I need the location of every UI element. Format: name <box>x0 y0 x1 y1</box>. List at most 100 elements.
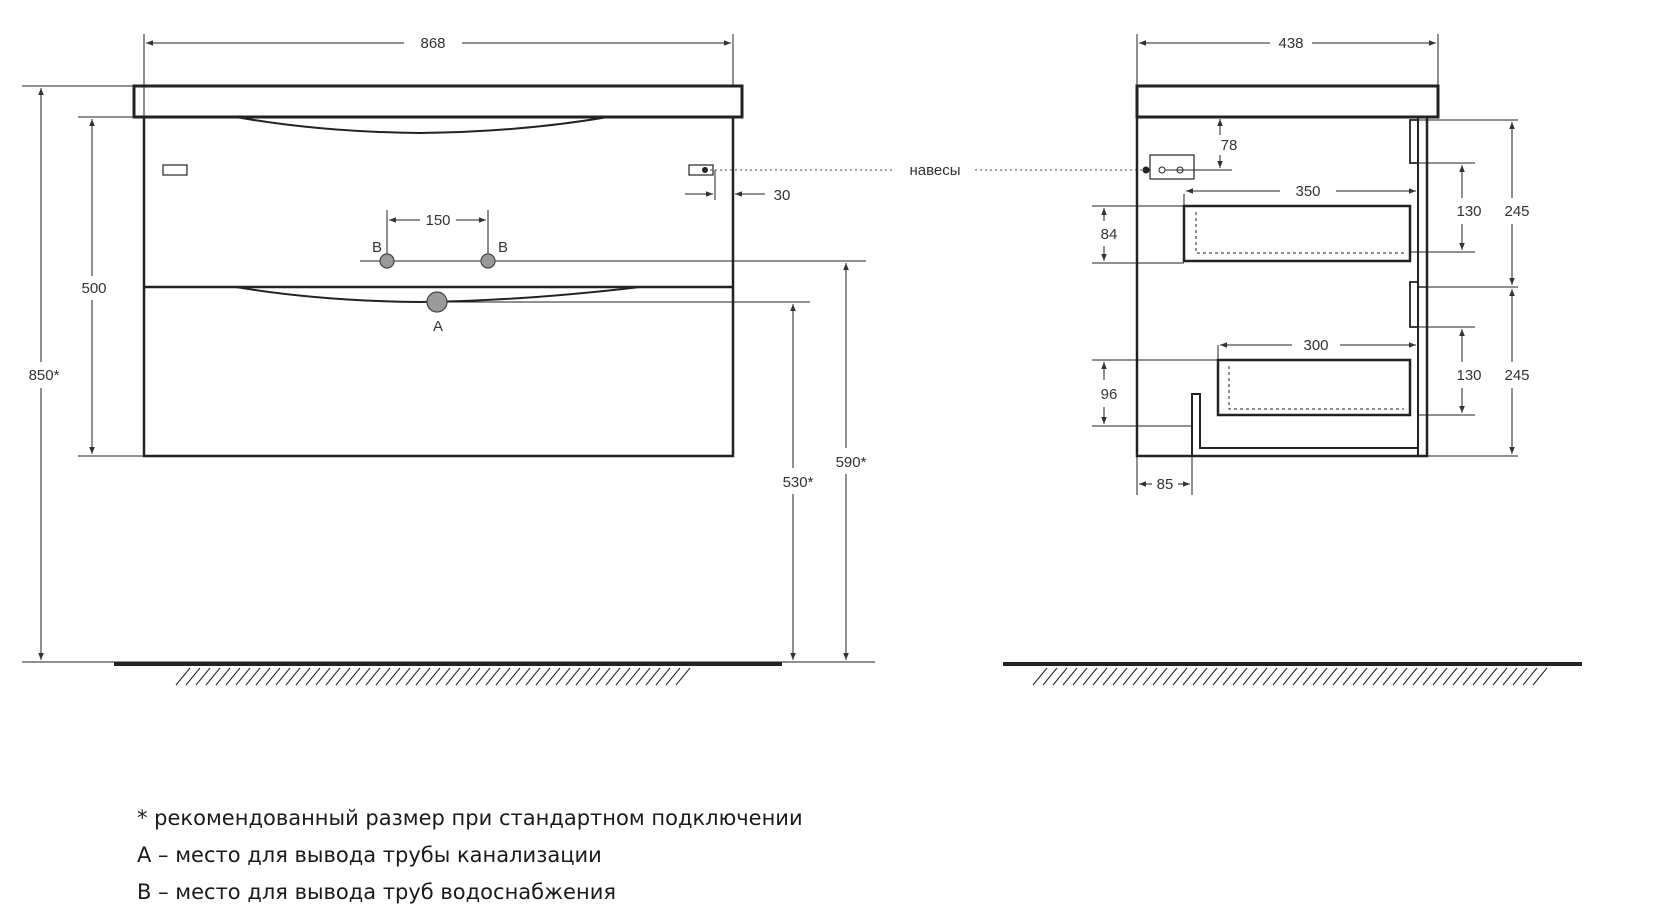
floor-hatch-stroke <box>1502 667 1518 686</box>
floor-hatch-stroke <box>485 667 501 686</box>
lower-drawer-depth-label: 300 <box>1303 337 1328 354</box>
front-view <box>22 34 875 686</box>
floor-hatch-stroke <box>405 667 421 686</box>
total-height-label: 850* <box>29 367 60 384</box>
floor-hatch-stroke <box>315 667 331 686</box>
floor-hatch-stroke <box>1082 667 1098 686</box>
floor-hatch-stroke <box>215 667 231 686</box>
bottom-cutout <box>1191 393 1418 456</box>
floor-hatch-stroke <box>1372 667 1388 686</box>
hanger-right <box>688 164 714 176</box>
floor-hatch-stroke <box>1182 667 1198 686</box>
floor-hatch-stroke <box>255 667 271 686</box>
floor-hatch-stroke <box>575 667 591 686</box>
floor-hatch-stroke <box>205 667 221 686</box>
floor-hatch-stroke <box>345 667 361 686</box>
drain-label: A <box>433 318 443 335</box>
floor-hatch-stroke <box>1292 667 1308 686</box>
floor-hatch-stroke <box>395 667 411 686</box>
floor-hatch-stroke <box>465 667 481 686</box>
floor-hatch-stroke <box>355 667 371 686</box>
floor-hatch-stroke <box>1262 667 1278 686</box>
floor-hatch-stroke <box>655 667 671 686</box>
floor-hatch-stroke <box>1072 667 1088 686</box>
floor-hatch-stroke <box>1282 667 1298 686</box>
floor-hatch-stroke <box>295 667 311 686</box>
floor-hatch-stroke <box>385 667 401 686</box>
bottom-drawer-handle-curve <box>235 286 641 304</box>
floor-hatch-stroke <box>375 667 391 686</box>
floor-hatch-stroke <box>1362 667 1378 686</box>
floor-hatch-stroke <box>1112 667 1128 686</box>
floor-hatch-stroke <box>545 667 561 686</box>
floor-hatch-stroke <box>1142 667 1158 686</box>
floor-hatch-front <box>175 667 691 686</box>
floor-hatch-stroke <box>1422 667 1438 686</box>
water-outlet-right <box>480 253 496 269</box>
floor-hatch-stroke <box>565 667 581 686</box>
lower-drawer-front-recess <box>1409 281 1418 328</box>
upper-drawer-inner-label: 130 <box>1456 203 1481 220</box>
floor-hatch-stroke <box>1312 667 1328 686</box>
floor-hatch-stroke <box>325 667 341 686</box>
floor-hatch-stroke <box>335 667 351 686</box>
floor-hatch-stroke <box>1122 667 1138 686</box>
floor-hatch-stroke <box>535 667 551 686</box>
floor-hatch-stroke <box>1512 667 1528 686</box>
water-label-right: B <box>498 239 508 256</box>
floor-hatch-stroke <box>555 667 571 686</box>
floor-hatch-stroke <box>1342 667 1358 686</box>
floor-hatch-stroke <box>1532 667 1548 686</box>
floor-hatch-stroke <box>425 667 441 686</box>
floor-hatch-stroke <box>1332 667 1348 686</box>
floor-hatch-stroke <box>675 667 691 686</box>
floor-hatch-stroke <box>1492 667 1508 686</box>
floor-hatch-stroke <box>1352 667 1368 686</box>
floor-hatch-stroke <box>515 667 531 686</box>
floor-hatch-side <box>1032 667 1548 686</box>
side-depth-label: 438 <box>1278 35 1303 52</box>
floor-hatch-stroke <box>635 667 651 686</box>
body-height-label: 500 <box>81 280 106 297</box>
countertop-front <box>132 84 744 119</box>
floor-hatch-stroke <box>1392 667 1408 686</box>
floor-hatch-stroke <box>1242 667 1258 686</box>
upper-drawer-box <box>1182 204 1412 263</box>
floor-hatch-stroke <box>275 667 291 686</box>
floor-hatch-stroke <box>1522 667 1538 686</box>
cabinet-body-side <box>1135 117 1429 458</box>
floor-hatch-stroke <box>1442 667 1458 686</box>
floor-hatch-stroke <box>1132 667 1148 686</box>
floor-hatch-stroke <box>1192 667 1208 686</box>
water-spacing-label: 150 <box>425 212 450 229</box>
water-outlet-left <box>379 253 395 269</box>
water-label-left: B <box>372 239 382 256</box>
notes-block: * рекомендованный размер при стандартном… <box>137 800 803 911</box>
lower-drawer-box <box>1216 358 1412 417</box>
floor-hatch-stroke <box>445 667 461 686</box>
floor-hatch-stroke <box>1412 667 1428 686</box>
cutout-label: 85 <box>1157 476 1174 493</box>
countertop-side <box>1135 84 1440 119</box>
floor-hatch-stroke <box>615 667 631 686</box>
floor-hatch-stroke <box>1222 667 1238 686</box>
upper-drawer-front-recess <box>1409 119 1418 164</box>
hanger-drop-label: 78 <box>1221 137 1238 154</box>
lower-section-label: 245 <box>1504 367 1529 384</box>
floor-hatch-stroke <box>665 667 681 686</box>
floor-hatch-stroke <box>1042 667 1058 686</box>
note-recommended: * рекомендованный размер при стандартном… <box>137 806 803 830</box>
floor-hatch-stroke <box>1452 667 1468 686</box>
top-drawer-handle-curve <box>235 116 609 135</box>
floor-hatch-stroke <box>645 667 661 686</box>
floor-hatch-stroke <box>1212 667 1228 686</box>
floor-hatch-stroke <box>415 667 431 686</box>
floor-hatch-stroke <box>195 667 211 686</box>
floor-hatch-stroke <box>505 667 521 686</box>
floor-hatch-stroke <box>185 667 201 686</box>
hanger-offset-label: 30 <box>774 187 791 204</box>
floor-hatch-stroke <box>1322 667 1338 686</box>
floor-hatch-stroke <box>605 667 621 686</box>
floor-hatch-stroke <box>1172 667 1188 686</box>
